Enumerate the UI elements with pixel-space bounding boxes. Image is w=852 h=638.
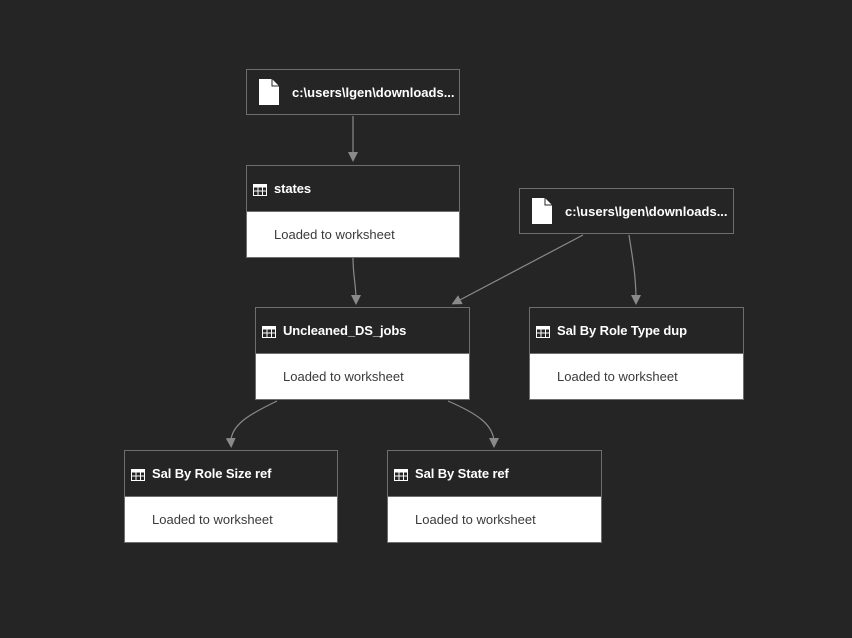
- file-icon: [531, 197, 553, 225]
- edge-states-to-uncleaned: [350, 257, 361, 305]
- load-status: Loaded to worksheet: [256, 354, 469, 399]
- table-icon: [253, 183, 267, 196]
- query-header: Sal By State ref: [388, 451, 601, 497]
- query-header: states: [247, 166, 459, 212]
- edge-uncleaned-to-role-size: [225, 400, 278, 448]
- edge-source-2-to-role-type: [628, 234, 641, 305]
- load-status: Loaded to worksheet: [530, 354, 743, 399]
- file-icon: [258, 78, 280, 106]
- query-title: Sal By Role Type dup: [557, 323, 687, 338]
- query-title: Sal By Role Size ref: [152, 466, 272, 481]
- query-node-sal-by-role-size-ref[interactable]: Sal By Role Size ref Loaded to worksheet: [124, 450, 338, 543]
- load-status: Loaded to worksheet: [247, 212, 459, 257]
- edge-uncleaned-to-state-ref: [447, 400, 499, 448]
- query-header: Uncleaned_DS_jobs: [256, 308, 469, 354]
- source-label: c:\users\lgen\downloads...: [565, 203, 728, 219]
- query-title: states: [274, 181, 311, 196]
- query-node-states[interactable]: states Loaded to worksheet: [246, 165, 460, 258]
- source-node-1[interactable]: c:\users\lgen\downloads...: [246, 69, 460, 115]
- table-icon: [262, 325, 276, 338]
- source-label: c:\users\lgen\downloads...: [292, 84, 455, 100]
- query-header: Sal By Role Size ref: [125, 451, 337, 497]
- edge-source-2-to-uncleaned: [451, 234, 584, 305]
- query-node-sal-by-role-type-dup[interactable]: Sal By Role Type dup Loaded to worksheet: [529, 307, 744, 400]
- query-node-uncleaned-ds-jobs[interactable]: Uncleaned_DS_jobs Loaded to worksheet: [255, 307, 470, 400]
- query-node-sal-by-state-ref[interactable]: Sal By State ref Loaded to worksheet: [387, 450, 602, 543]
- table-icon: [394, 468, 408, 481]
- query-title: Sal By State ref: [415, 466, 509, 481]
- query-header: Sal By Role Type dup: [530, 308, 743, 354]
- source-node-2[interactable]: c:\users\lgen\downloads...: [519, 188, 734, 234]
- load-status: Loaded to worksheet: [388, 497, 601, 542]
- load-status: Loaded to worksheet: [125, 497, 337, 542]
- table-icon: [131, 468, 145, 481]
- table-icon: [536, 325, 550, 338]
- query-title: Uncleaned_DS_jobs: [283, 323, 407, 338]
